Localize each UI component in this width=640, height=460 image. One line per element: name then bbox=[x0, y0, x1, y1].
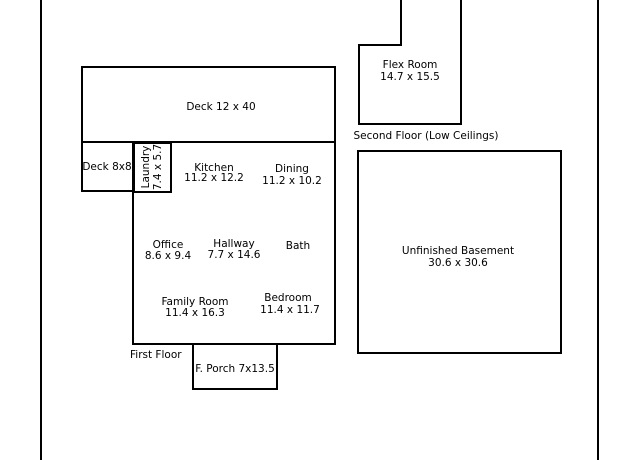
laundry-label-group: Laundry 7.4 x 5.7 bbox=[140, 144, 164, 190]
family-room-name: Family Room bbox=[161, 296, 228, 308]
basement-dims: 30.6 x 30.6 bbox=[428, 257, 488, 269]
office-dims: 8.6 x 9.4 bbox=[145, 250, 192, 262]
kitchen-dims: 11.2 x 12.2 bbox=[184, 172, 244, 184]
dining-name: Dining bbox=[275, 163, 309, 175]
laundry-name: Laundry bbox=[140, 146, 152, 189]
kitchen-name: Kitchen bbox=[194, 162, 233, 174]
deck-main-label: Deck 12 x 40 bbox=[186, 101, 255, 113]
flex-room-name: Flex Room bbox=[383, 59, 438, 71]
bath-name: Bath bbox=[286, 240, 310, 252]
first-floor-outline bbox=[132, 141, 336, 345]
porch-label: F. Porch 7x13.5 bbox=[195, 363, 275, 375]
deck-side-label: Deck 8x8 bbox=[82, 161, 131, 173]
dining-dims: 11.2 x 10.2 bbox=[262, 175, 322, 187]
flex-room-dims: 14.7 x 15.5 bbox=[380, 71, 440, 83]
bedroom-dims: 11.4 x 11.7 bbox=[260, 304, 320, 316]
porch-outline bbox=[192, 344, 278, 390]
laundry-outline bbox=[133, 142, 172, 193]
hallway-name: Hallway bbox=[213, 238, 254, 250]
laundry-dims: 7.4 x 5.7 bbox=[152, 144, 164, 190]
basement-outline bbox=[357, 150, 562, 354]
basement-name: Unfinished Basement bbox=[402, 245, 514, 257]
first-floor-label: First Floor bbox=[130, 349, 182, 361]
office-name: Office bbox=[153, 239, 184, 251]
second-floor-label: Second Floor (Low Ceilings) bbox=[354, 130, 499, 142]
flex-room-outline bbox=[358, 0, 462, 125]
bedroom-name: Bedroom bbox=[264, 292, 312, 304]
hallway-dims: 7.7 x 14.6 bbox=[208, 249, 261, 261]
family-room-dims: 11.4 x 16.3 bbox=[165, 307, 225, 319]
